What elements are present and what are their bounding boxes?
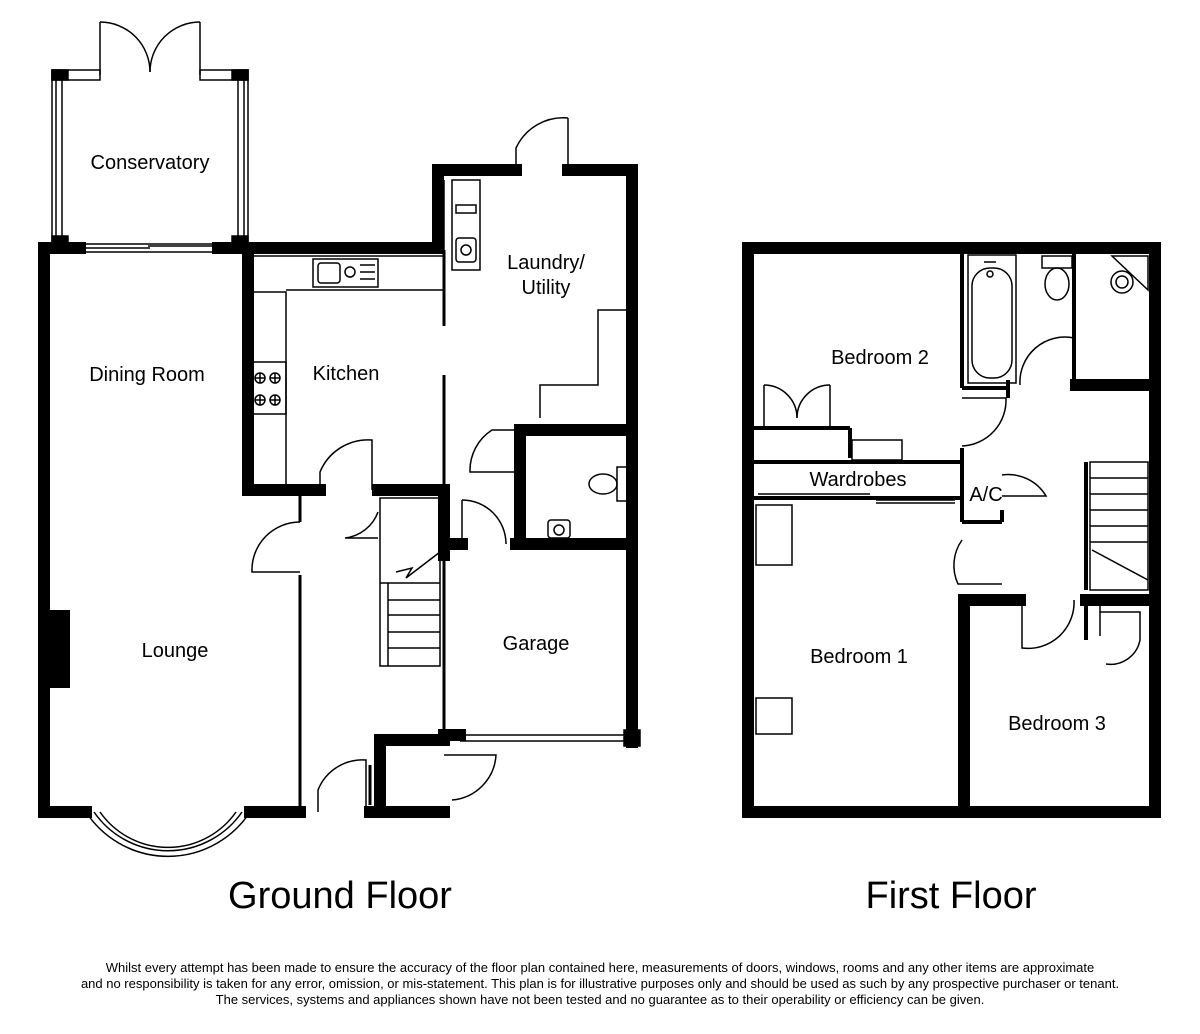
bedroom-2-cupboard [763,384,903,461]
ground-floor-plan [38,21,641,858]
laundry-stair-outline [539,309,632,418]
room-label-conservatory: Conservatory [91,152,210,174]
disclaimer: Whilst every attempt has been made to en… [0,960,1200,1008]
ground-floor-walls [38,164,638,818]
wc-door [469,429,520,473]
room-label-ac: A/C [969,484,1002,506]
ground-floor-title: Ground Floor [228,875,452,917]
room-label-kitchen: Kitchen [313,363,380,385]
wardrobe-doors [758,493,955,504]
room-label-garage: Garage [503,633,570,655]
room-label-bedroom-2: Bedroom 2 [831,347,929,369]
first-floor-title: First Floor [866,875,1037,917]
first-floor-thin-walls [754,254,1088,640]
room-label-wardrobes: Wardrobes [809,469,906,491]
room-label-bedroom-1: Bedroom 1 [810,646,908,668]
first-floor-stairs [1089,461,1149,591]
bay-window [85,811,251,858]
bathroom-fixtures [967,254,1149,384]
room-label-laundry-line-2: Utility [522,277,571,299]
disclaimer-line-2: and no responsibility is taken for any e… [80,976,1120,991]
disclaimer-line-1: Whilst every attempt has been made to en… [105,960,1095,975]
first-floor-doors [953,336,1141,666]
ground-floor-doors [251,439,497,812]
room-label-lounge: Lounge [142,640,209,662]
garage-fixtures [460,499,641,747]
laundry-appliances [443,179,481,290]
first-floor-labels: Bedroom 2 Wardrobes A/C Bedroom 1 Bedroo… [809,347,1105,917]
chimney-breast [50,610,70,688]
bedroom-1-box [755,697,793,735]
bedroom-1-cupboard [755,504,793,566]
first-floor-plan [742,242,1161,818]
laundry-door [515,117,569,170]
ground-floor-labels: Conservatory Dining Room Kitchen Laundry… [89,152,585,917]
ground-floor-thin-walls [298,250,446,812]
room-label-dining-room: Dining Room [89,364,205,386]
disclaimer-line-3: The services, systems and appliances sho… [215,992,985,1007]
conservatory-frame [51,21,249,253]
kitchen-worktops [251,255,444,490]
room-label-bedroom-3: Bedroom 3 [1008,713,1106,735]
wc-fixtures [547,466,630,539]
room-label-laundry-line-1: Laundry/ [507,252,585,274]
ground-floor-stairs [379,497,441,667]
